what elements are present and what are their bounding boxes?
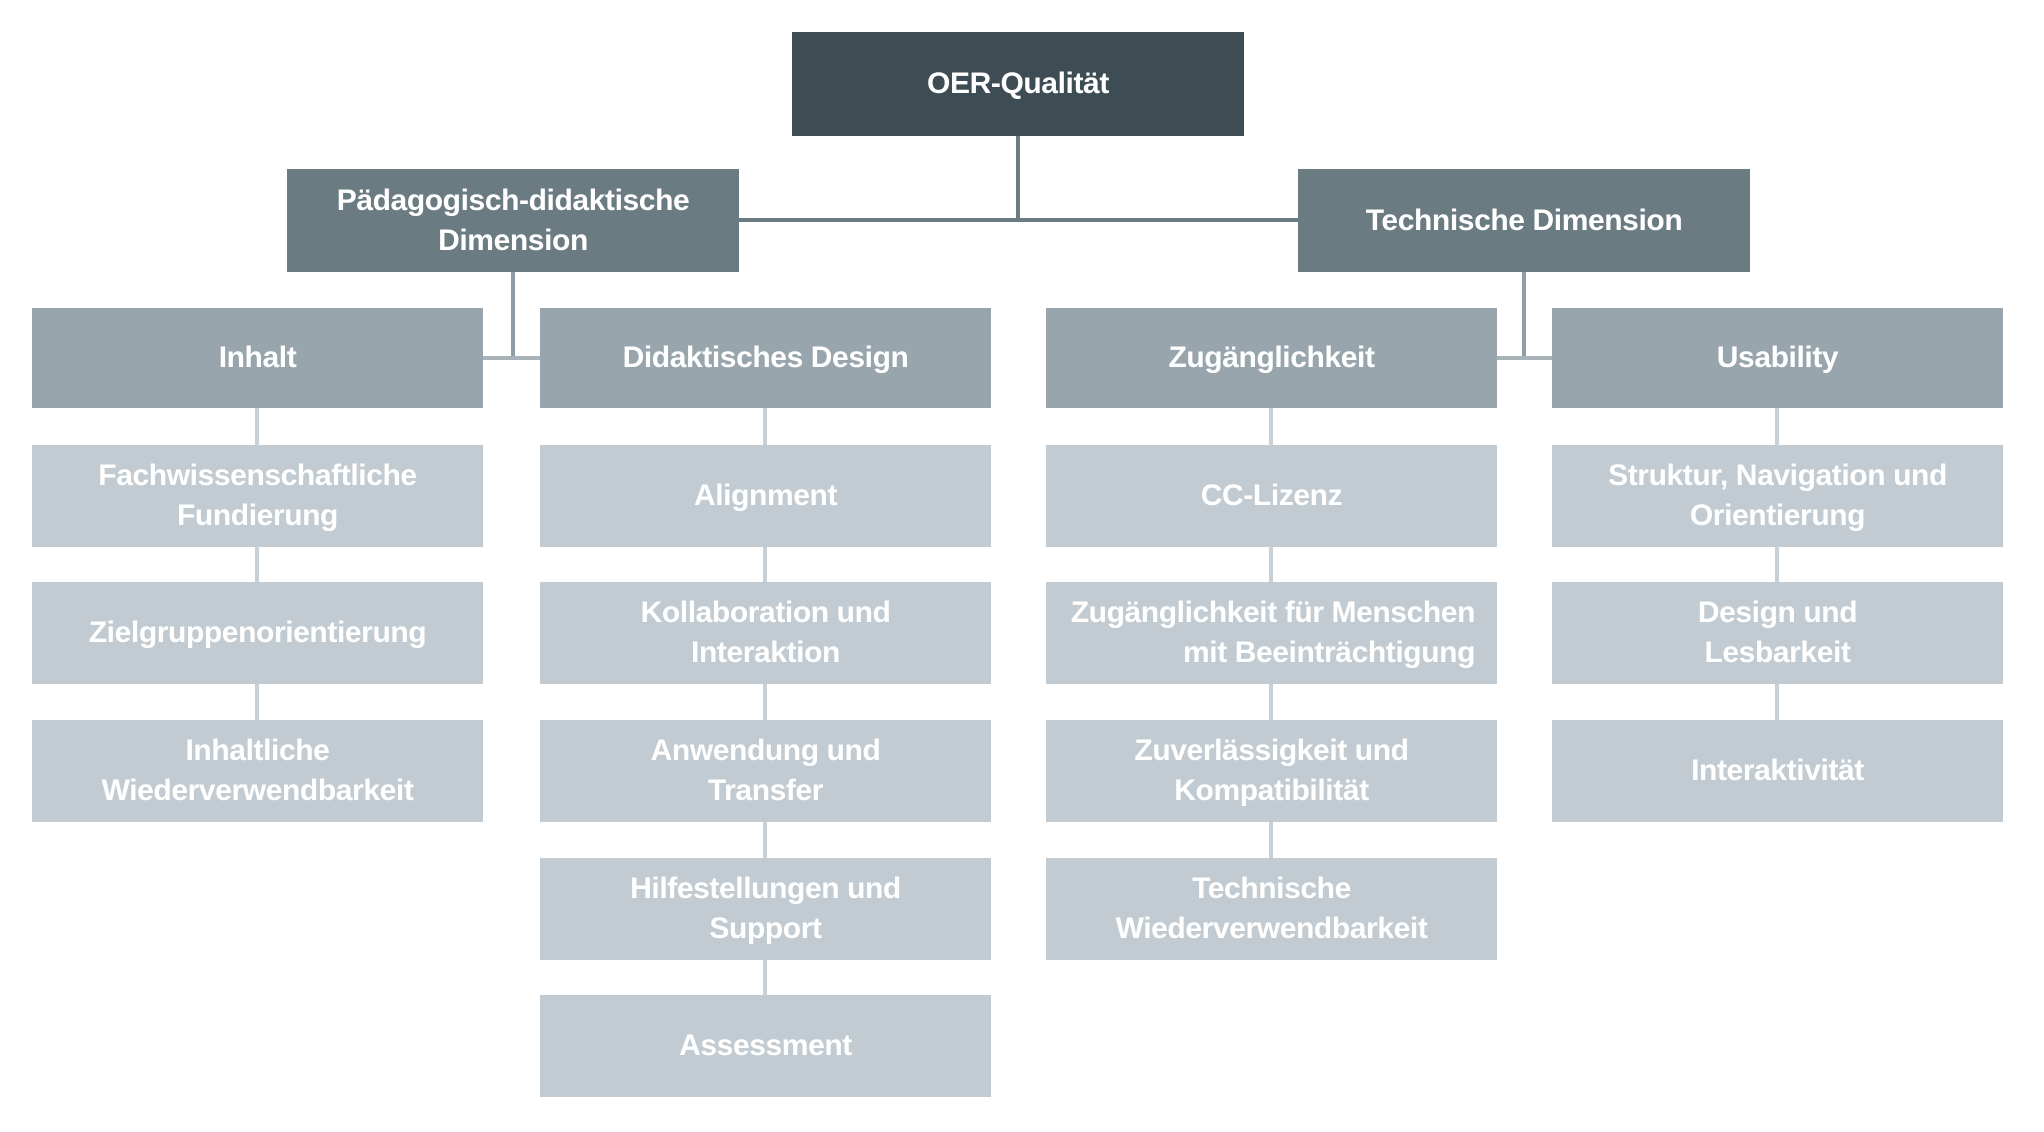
connector-technisch-horizontal (1497, 356, 1552, 360)
connector-col2-seg2 (763, 547, 767, 582)
connector-col4-seg3 (1775, 684, 1779, 720)
connector-col1-seg3 (255, 684, 259, 720)
connector-root-vertical (1016, 136, 1020, 222)
node-interaktivitaet: Interaktivität (1552, 720, 2003, 822)
node-struktur-navigation-und-orientierung: Struktur, Navigation und Orientierung (1552, 445, 2003, 547)
connector-col1-seg1 (255, 408, 259, 445)
connector-technisch-vertical (1522, 272, 1526, 360)
node-didaktisches-design: Didaktisches Design (540, 308, 991, 408)
connector-col3-seg4 (1269, 822, 1273, 858)
connector-root-horizontal (739, 218, 1298, 222)
node-technische-wiederverwendbarkeit: Technische Wiederverwendbarkeit (1046, 858, 1497, 960)
node-zugaenglichkeit: Zugänglichkeit (1046, 308, 1497, 408)
connector-col3-seg1 (1269, 408, 1273, 445)
node-assessment: Assessment (540, 995, 991, 1097)
connector-col3-seg3 (1269, 684, 1273, 720)
node-inhalt: Inhalt (32, 308, 483, 408)
connector-paedagogisch-vertical (511, 272, 515, 360)
node-kollaboration-und-interaktion: Kollaboration und Interaktion (540, 582, 991, 684)
node-zielgruppenorientierung: Zielgruppenorientierung (32, 582, 483, 684)
connector-col3-seg2 (1269, 547, 1273, 582)
node-design-und-lesbarkeit: Design und Lesbarkeit (1552, 582, 2003, 684)
connector-col2-seg4 (763, 822, 767, 858)
node-zuverlaessigkeit-und-kompatibilitaet: Zuverlässigkeit und Kompatibilität (1046, 720, 1497, 822)
connector-paedagogisch-horizontal (483, 356, 540, 360)
node-cc-lizenz: CC-Lizenz (1046, 445, 1497, 547)
connector-col4-seg2 (1775, 547, 1779, 582)
node-paedagogisch-didaktische-dimension: Pädagogisch-didaktische Dimension (287, 169, 739, 272)
connector-col2-seg3 (763, 684, 767, 720)
connector-col2-seg1 (763, 408, 767, 445)
node-oer-qualitaet: OER-Qualität (792, 32, 1244, 136)
node-usability: Usability (1552, 308, 2003, 408)
connector-col1-seg2 (255, 547, 259, 582)
node-hilfestellungen-und-support: Hilfestellungen und Support (540, 858, 991, 960)
node-technische-dimension: Technische Dimension (1298, 169, 1750, 272)
connector-col4-seg1 (1775, 408, 1779, 445)
node-zugaenglichkeit-fuer-menschen-mit-beeintraechtigung: Zugänglichkeit für Menschen mit Beeinträ… (1046, 582, 1497, 684)
node-fachwissenschaftliche-fundierung: Fachwissenschaftliche Fundierung (32, 445, 483, 547)
node-inhaltliche-wiederverwendbarkeit: Inhaltliche Wiederverwendbarkeit (32, 720, 483, 822)
node-alignment: Alignment (540, 445, 991, 547)
node-anwendung-und-transfer: Anwendung und Transfer (540, 720, 991, 822)
connector-col2-seg5 (763, 960, 767, 995)
